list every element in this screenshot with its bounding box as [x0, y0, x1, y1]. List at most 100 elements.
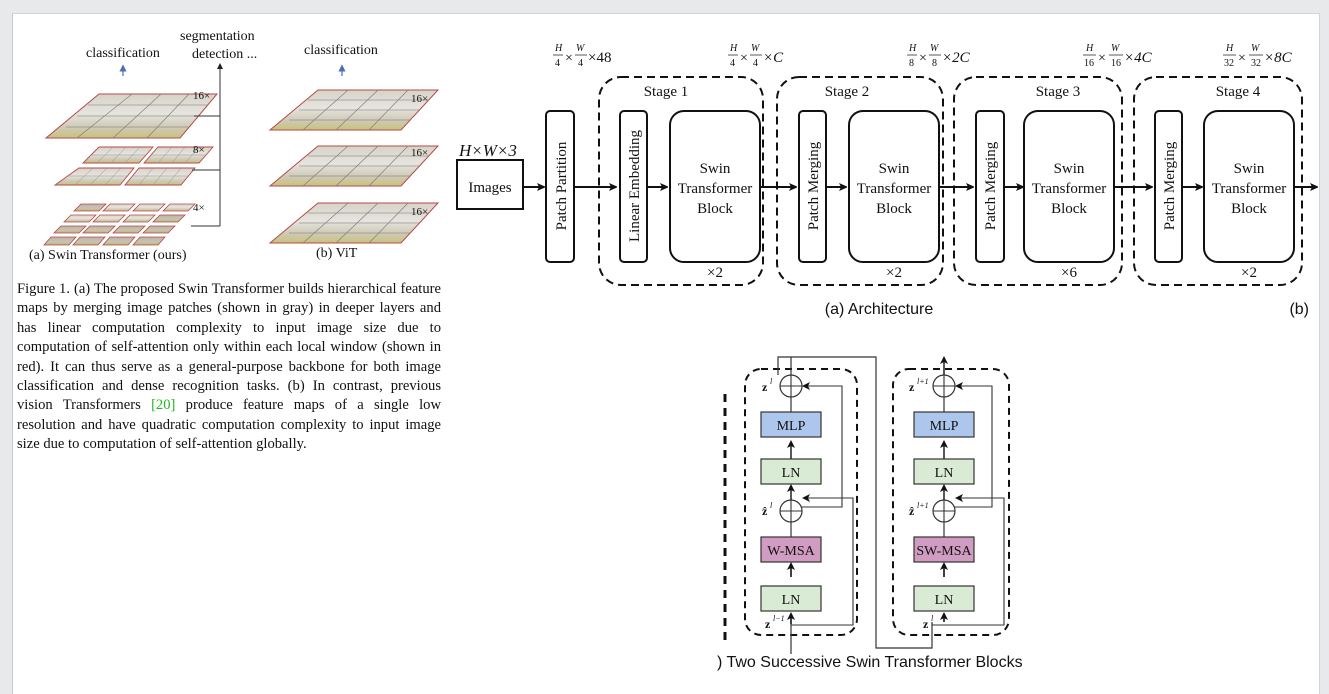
images-box: Images [456, 159, 524, 210]
vit-multiplier-1: 16× [411, 93, 429, 105]
svg-text:Block: Block [697, 201, 733, 217]
detection-label: detection ... [192, 47, 258, 62]
dim-label-4: H 32 × W 32 ×8C [1223, 43, 1293, 69]
svg-text:Stage 4: Stage 4 [1216, 84, 1261, 100]
vit-layer-2 [268, 145, 440, 187]
dim-label-0: H 4 × W 4 ×48 [553, 43, 611, 69]
svg-text:Transformer: Transformer [1212, 181, 1286, 197]
svg-text:Transformer: Transformer [857, 181, 931, 197]
vit-multiplier-3: 16× [411, 206, 429, 218]
svg-text:Block: Block [1051, 201, 1087, 217]
svg-text:LN: LN [782, 466, 801, 481]
svg-text:×: × [919, 51, 927, 66]
svg-text:Block: Block [1231, 201, 1267, 217]
svg-text:MLP: MLP [930, 419, 959, 434]
svg-text:Block: Block [876, 201, 912, 217]
w-msa-box [760, 536, 822, 563]
svg-text:Patch Partition: Patch Partition [554, 141, 570, 230]
swin-multiplier-8x: 8× [193, 144, 205, 156]
svg-text:×2: ×2 [707, 265, 723, 281]
svg-text:z: z [909, 380, 915, 394]
mlp-box [760, 411, 822, 438]
svg-text:Swin: Swin [700, 161, 731, 177]
stage-3: Stage 3 Patch Merging Swin Transformer B… [975, 84, 1115, 281]
panel-a-caption: (a) Swin Transformer (ours) [29, 248, 187, 263]
right-swin-block: MLP LN SW-MSA LN z l+1 ẑ l+1 z l [909, 356, 1005, 631]
vit-multiplier-2: 16× [411, 147, 429, 159]
svg-text:×C: ×C [763, 50, 784, 66]
mlp-box [913, 411, 975, 438]
swin-multiplier-16x: 16× [193, 90, 211, 102]
dim-label-2: H 8 × W 8 ×2C [907, 43, 971, 69]
svg-text:×2C: ×2C [942, 50, 971, 66]
caption-text: Figure 1. (a) The proposed Swin Transfor… [17, 281, 441, 414]
svg-text:W: W [1251, 43, 1261, 54]
ln-box [913, 458, 975, 485]
svg-text:Stage 3: Stage 3 [1036, 84, 1081, 100]
svg-text:×48: ×48 [588, 50, 611, 66]
ln-box [913, 585, 975, 612]
svg-text:l: l [931, 614, 934, 623]
svg-text:W: W [930, 43, 940, 54]
swin-layer-8x [53, 146, 214, 186]
svg-text:H: H [1225, 43, 1234, 54]
svg-text:Swin: Swin [1054, 161, 1085, 177]
svg-text:×: × [740, 51, 748, 66]
svg-text:×: × [1098, 51, 1106, 66]
svg-text:Swin: Swin [1234, 161, 1265, 177]
svg-text:H: H [1085, 43, 1094, 54]
vit-layer-1 [268, 89, 440, 131]
figure-1-caption: Figure 1. (a) The proposed Swin Transfor… [17, 280, 441, 455]
svg-text:4: 4 [555, 58, 560, 69]
dim-label-1: H 4 × W 4 ×C [728, 43, 784, 69]
svg-text:l−1: l−1 [773, 614, 785, 623]
stage-outlines [598, 76, 1303, 286]
svg-text:ẑ: ẑ [762, 504, 768, 518]
citation-link[interactable]: [20] [151, 397, 176, 414]
svg-text:Swin: Swin [879, 161, 910, 177]
svg-text:Stage 2: Stage 2 [825, 84, 870, 100]
swin-layer-16x [44, 93, 219, 139]
architecture-caption: (a) Architecture [825, 301, 934, 318]
svg-text:z: z [765, 617, 771, 631]
svg-text:LN: LN [782, 593, 801, 608]
svg-text:W-MSA: W-MSA [767, 544, 815, 559]
swin-layer-4x [43, 203, 196, 246]
ln-box [760, 458, 822, 485]
svg-text:16: 16 [1084, 58, 1094, 69]
blocks-caption: ) Two Successive Swin Transformer Blocks [717, 654, 1023, 671]
stage-4: Stage 4 Patch Merging Swin Transformer B… [1154, 84, 1295, 281]
svg-text:l: l [770, 377, 773, 386]
svg-text:×: × [1238, 51, 1246, 66]
block-outlines [744, 368, 1010, 636]
swin-multiplier-4x: 4× [193, 202, 205, 214]
svg-text:Images: Images [468, 180, 511, 196]
svg-text:8: 8 [909, 58, 914, 69]
svg-text:32: 32 [1224, 58, 1234, 69]
svg-text:MLP: MLP [777, 419, 806, 434]
segmentation-label: segmentation [180, 29, 255, 44]
vit-layer-3 [268, 202, 440, 244]
svg-text:Patch Merging: Patch Merging [806, 141, 822, 230]
ln-box [760, 585, 822, 612]
svg-text:4: 4 [753, 58, 758, 69]
feature-connector-lines [191, 63, 223, 227]
svg-text:Linear Embedding: Linear Embedding [627, 129, 643, 242]
svg-text:l+1: l+1 [917, 377, 929, 386]
svg-text:LN: LN [935, 593, 954, 608]
svg-text:l: l [770, 501, 773, 510]
swin-classification-label: classification [86, 46, 160, 61]
svg-text:H: H [554, 43, 563, 54]
svg-text:Transformer: Transformer [678, 181, 752, 197]
figure-1-illustration [43, 63, 440, 246]
svg-text:×2: ×2 [886, 265, 902, 281]
svg-text:16: 16 [1111, 58, 1121, 69]
svg-text:W: W [576, 43, 586, 54]
architecture-diagram: H 4 × W 4 ×48 H 4 × W 4 ×C H 8 × W 8 [456, 43, 1319, 318]
svg-text:H: H [729, 43, 738, 54]
svg-text:Patch Merging: Patch Merging [1162, 141, 1178, 230]
panel-b-label: (b) [1289, 301, 1309, 318]
svg-text:×: × [565, 51, 573, 66]
sw-msa-box [913, 536, 975, 563]
svg-text:4: 4 [730, 58, 735, 69]
